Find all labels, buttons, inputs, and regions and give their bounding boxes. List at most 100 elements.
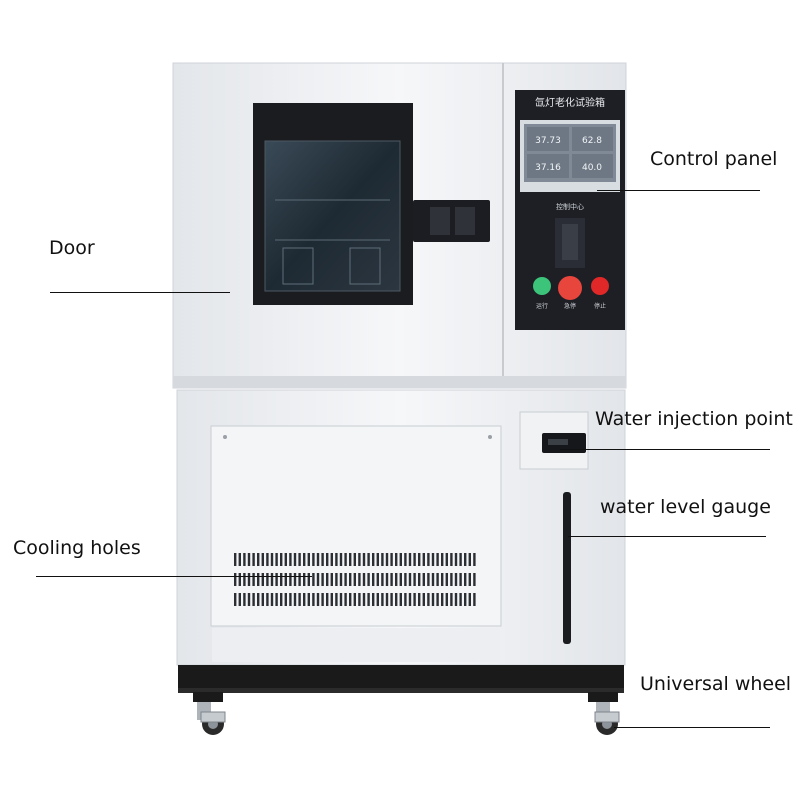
vent-slot	[238, 553, 241, 566]
vent-slot	[234, 553, 237, 566]
vent-slot	[312, 593, 315, 606]
callout-universal-wheel: Universal wheel	[640, 673, 792, 695]
vent-slot	[275, 573, 278, 586]
vent-slot	[385, 593, 389, 606]
vent-slot	[335, 573, 338, 586]
vent-slot	[362, 573, 366, 586]
leader-line-door	[50, 292, 230, 293]
vent-slot	[261, 573, 264, 586]
vent-slot	[353, 573, 356, 586]
screen-reading-2: 62.8	[582, 136, 602, 146]
vent-slot	[252, 553, 255, 566]
vent-slot	[450, 593, 453, 606]
vent-slot	[270, 573, 274, 586]
vent-slot	[399, 593, 402, 606]
vent-slot	[307, 553, 310, 566]
vent-slot	[395, 573, 398, 586]
vent-slot	[367, 553, 370, 566]
vent-slot	[381, 573, 384, 586]
vent-slot	[399, 573, 402, 586]
vent-slot	[468, 593, 471, 606]
vent-slot	[408, 553, 412, 566]
vent-slot	[312, 553, 315, 566]
vent-slot	[303, 593, 306, 606]
screen-reading-4: 40.0	[582, 163, 602, 173]
vent-slot	[344, 573, 347, 586]
vent-slot	[427, 553, 430, 566]
chamber-title: 氙灯老化试验箱	[535, 96, 605, 109]
vent-slot	[349, 553, 352, 566]
vent-slot	[431, 573, 435, 586]
vent-slot	[293, 553, 297, 566]
vent-slot	[303, 553, 306, 566]
vent-slot	[431, 593, 435, 606]
vent-slot	[445, 553, 448, 566]
vent-slot	[280, 593, 283, 606]
callout-water-level-gauge: water level gauge	[600, 496, 771, 518]
callout-control-panel: Control panel	[650, 148, 778, 170]
vent-slot	[298, 573, 301, 586]
vent-slot	[459, 573, 462, 586]
emergency-stop-label: 急停	[564, 302, 576, 310]
stop-button-label: 停止	[594, 302, 606, 310]
vent-slot	[418, 593, 421, 606]
vent-slot	[431, 553, 435, 566]
vent-slot	[441, 573, 444, 586]
vent-slot	[280, 573, 283, 586]
vent-slot	[353, 553, 356, 566]
stop-button	[591, 277, 609, 295]
vent-slot	[436, 553, 439, 566]
vent-slot	[454, 573, 458, 586]
vent-slot	[459, 593, 462, 606]
vent-slot	[238, 573, 241, 586]
vent-slot	[376, 593, 379, 606]
vent-slot	[330, 553, 333, 566]
vent-slot	[284, 553, 287, 566]
vent-slot	[316, 553, 320, 566]
vent-slot	[335, 593, 338, 606]
callout-door: Door	[49, 237, 95, 259]
vent-slot	[385, 553, 389, 566]
vent-slot	[234, 593, 237, 606]
vent-slot	[339, 553, 343, 566]
vent-slot	[464, 593, 467, 606]
vent-slot	[298, 553, 301, 566]
vent-slot	[362, 553, 366, 566]
leader-line-water-injection	[560, 449, 770, 450]
vent-slot	[349, 593, 352, 606]
leader-line-water-level	[568, 536, 766, 537]
vent-slot	[293, 593, 297, 606]
vent-slot	[312, 573, 315, 586]
vent-slot	[307, 593, 310, 606]
vent-slot	[344, 593, 347, 606]
vent-slot	[330, 573, 333, 586]
vent-slot	[284, 573, 287, 586]
vent-slot	[413, 573, 416, 586]
vent-slot	[381, 553, 384, 566]
emergency-stop-button	[558, 276, 582, 300]
vent-slot	[454, 553, 458, 566]
wheel-left	[193, 692, 226, 735]
vent-slot	[441, 553, 444, 566]
callout-cooling-holes: Cooling holes	[13, 537, 141, 559]
vent-slot	[326, 593, 329, 606]
vent-slot	[247, 593, 251, 606]
vent-slot	[335, 553, 338, 566]
vent-slot	[321, 553, 324, 566]
vent-slot	[243, 573, 246, 586]
control-center-label: 控制中心	[556, 202, 584, 211]
vent-slot	[266, 573, 269, 586]
vent-slot	[261, 553, 264, 566]
vent-slot	[468, 553, 471, 566]
vent-slot	[376, 573, 379, 586]
vent-slot	[293, 573, 297, 586]
vent-slot	[316, 593, 320, 606]
water-injection-point	[519, 411, 589, 470]
vent-slot	[257, 573, 260, 586]
vent-slot	[321, 573, 324, 586]
vent-slot	[441, 593, 444, 606]
vent-slot	[289, 573, 292, 586]
vent-slot	[321, 593, 324, 606]
vent-slot	[266, 553, 269, 566]
